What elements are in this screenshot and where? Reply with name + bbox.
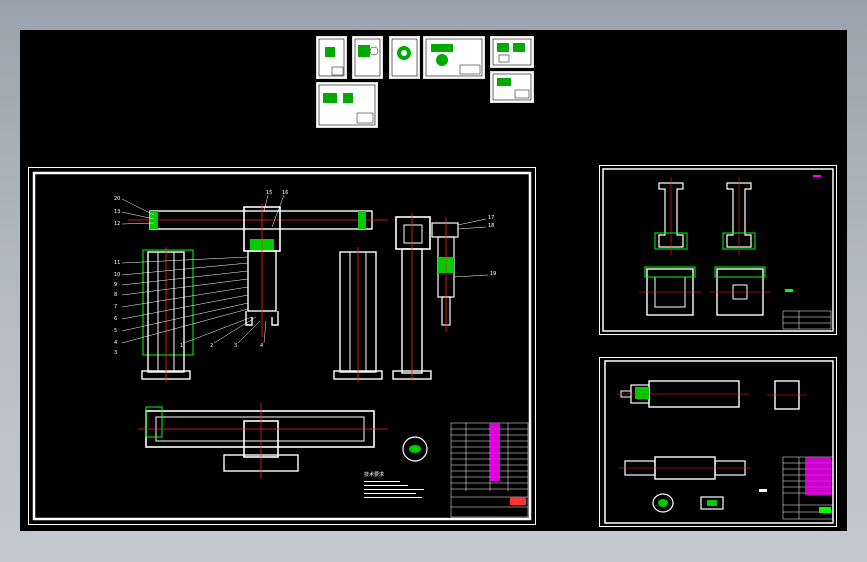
- profile-drawing: [599, 165, 837, 335]
- balloon-top-1: 16: [282, 190, 288, 196]
- balloon-left-8: 5: [114, 328, 117, 334]
- drawing-thumbnail-4[interactable]: [423, 36, 485, 79]
- balloon-left-1: 12: [114, 221, 120, 227]
- balloon-top-5: 20: [114, 196, 120, 202]
- balloon-top-4: 19: [490, 271, 496, 277]
- balloon-left-7: 6: [114, 316, 117, 322]
- balloon-left-3: 10: [114, 272, 120, 278]
- balloon-left-0: 13: [114, 209, 120, 215]
- balloon-bottom-2: 3: [234, 343, 237, 349]
- balloon-left-6: 7: [114, 304, 117, 310]
- balloon-bottom-0: 1: [180, 343, 183, 349]
- drawing-thumbnail-3[interactable]: [389, 36, 420, 79]
- balloon-top-3: 18: [488, 223, 494, 229]
- balloon-left-9: 4: [114, 340, 117, 346]
- drawing-thumbnail-1[interactable]: [316, 36, 347, 79]
- balloon-top-0: 15: [266, 190, 272, 196]
- balloon-bottom-1: 2: [210, 343, 213, 349]
- balloon-bottom-3: 4: [260, 343, 263, 349]
- part-sheet-upper[interactable]: [599, 165, 837, 335]
- balloon-left-4: 9: [114, 282, 117, 288]
- part-sheet-lower[interactable]: [599, 357, 837, 527]
- tech-requirements-heading: 技术要求: [364, 471, 384, 478]
- cylinder-drawing: [599, 357, 837, 527]
- balloon-left-10: 3: [114, 350, 117, 356]
- balloon-top-2: 17: [488, 215, 494, 221]
- drawing-thumbnail-6[interactable]: [490, 71, 534, 103]
- drawing-thumbnail-7[interactable]: [316, 82, 378, 128]
- drawing-thumbnail-5[interactable]: [490, 36, 534, 68]
- drawing-thumbnail-2[interactable]: [352, 36, 383, 79]
- balloon-left-5: 8: [114, 292, 117, 298]
- balloon-left-2: 11: [114, 260, 120, 266]
